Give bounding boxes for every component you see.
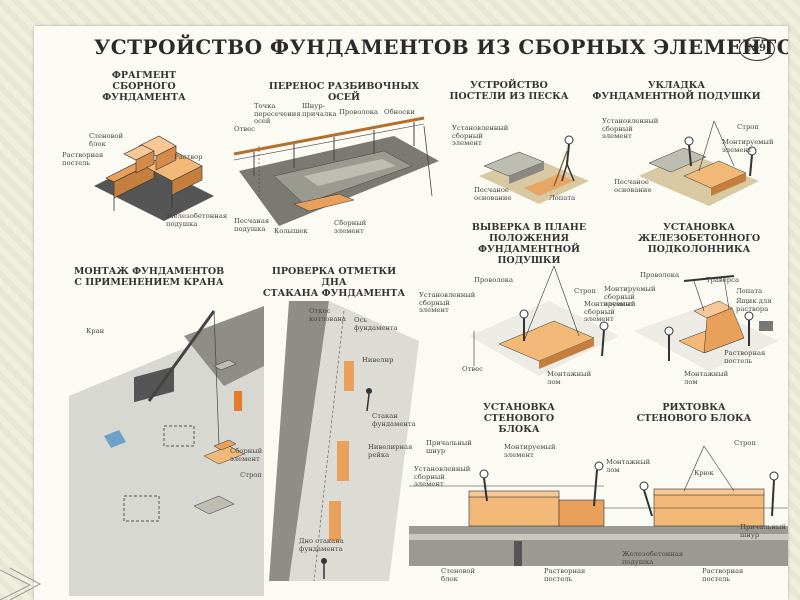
label-sand-bed: Песчаная подушка bbox=[234, 217, 270, 233]
label-wall-block: Стеновой блок bbox=[441, 567, 476, 583]
label-wire: Проволока bbox=[339, 108, 378, 116]
label-peg: Колышек bbox=[274, 227, 308, 235]
wall-block-install-illustration bbox=[409, 461, 605, 566]
label-mortar-bed: Растворная постель bbox=[702, 567, 744, 583]
label-mortar-box: Ящик для раствора bbox=[736, 297, 772, 313]
panel-title: ПРОВЕРКА ОТМЕТКИ ДНА СТАКАНА ФУНДАМЕНТА bbox=[262, 266, 406, 299]
label-mounted-element: Монтируемый сборный элемент bbox=[604, 285, 656, 308]
label-plumb: Отвес bbox=[462, 365, 483, 373]
corner-decoration bbox=[0, 567, 42, 600]
label-leveler: Нивелир bbox=[362, 356, 394, 364]
label-wall-block: Стеновой блок bbox=[89, 132, 124, 148]
label-concrete-pad: Железобетонная подушка bbox=[166, 212, 228, 228]
label-foundation-axis: Ось фундамента bbox=[354, 316, 398, 332]
label-twine: Шнур- причалка bbox=[302, 102, 337, 118]
pad-laying-illustration bbox=[639, 120, 759, 206]
label-crowbar: Монтажный лом bbox=[606, 458, 651, 474]
label-mounted-element: Монтируемый сборный элемент bbox=[584, 300, 636, 323]
sheet-number-badge: №9 bbox=[739, 37, 775, 61]
label-mounted-element: Монтируемый элемент bbox=[722, 138, 774, 154]
label-prefab-element: Сборный элемент bbox=[334, 219, 367, 235]
panel-title: МОНТАЖ ФУНДАМЕНТОВ С ПРИМЕНЕНИЕМ КРАНА bbox=[73, 266, 225, 288]
label-shovel: Лопата bbox=[736, 287, 763, 295]
label-concrete-pad: Железобетонная подушка bbox=[622, 550, 684, 566]
label-mortar-bed: Растворная постель bbox=[544, 567, 586, 583]
panel-title: УСТРОЙСТВО ПОСТЕЛИ ИЗ ПЕСКА bbox=[449, 80, 569, 102]
label-mounted-element: Монтируемый элемент bbox=[504, 443, 556, 459]
label-installed-element: Установленный сборный элемент bbox=[452, 124, 509, 147]
block-adjustment-illustration bbox=[604, 445, 788, 566]
label-sling: Строп bbox=[574, 287, 596, 295]
poster-title: УСТРОЙСТВО ФУНДАМЕНТОВ ИЗ СБОРНЫХ ЭЛЕМЕН… bbox=[94, 35, 788, 59]
label-slope: Откос котлована bbox=[309, 307, 346, 323]
label-mortar-bed: Растворная постель bbox=[62, 151, 104, 167]
panel-title: УСТАНОВКА ЖЕЛЕЗОБЕТОННОГО ПОДКОЛОННИКА bbox=[637, 222, 761, 255]
label-crowbar: Монтажный лом bbox=[547, 370, 592, 386]
label-mooring-cord: Причальный шнур bbox=[740, 523, 786, 539]
label-cup-bottom: Дно стакана фундамента bbox=[299, 537, 344, 553]
label-foundation-cup: Стакан фундамента bbox=[372, 412, 416, 428]
level-check-illustration bbox=[269, 301, 419, 582]
label-shovel: Лопата bbox=[549, 194, 576, 202]
label-mortar: Раствор bbox=[174, 153, 203, 161]
sand-bed-illustration bbox=[479, 135, 589, 204]
label-traverse: Траверса bbox=[706, 276, 739, 284]
label-plumb: Отвес bbox=[234, 125, 255, 133]
axes-transfer-illustration bbox=[233, 116, 439, 226]
plan-alignment-illustration bbox=[469, 265, 619, 376]
label-wire: Проволока bbox=[640, 271, 679, 279]
panel-title: ПЕРЕНОС РАЗБИВОЧНЫХ ОСЕЙ bbox=[268, 81, 420, 103]
panel-title: УКЛАДКА ФУНДАМЕНТНОЙ ПОДУШКИ bbox=[592, 80, 761, 102]
label-intersection-point: Точка пересечения осей bbox=[254, 102, 301, 125]
label-mooring-cord: Причальный шнур bbox=[426, 439, 472, 455]
label-installed-element: Установленный сборный элемент bbox=[414, 465, 471, 488]
label-sling: Строп bbox=[240, 471, 262, 479]
panel-title: РИХТОВКА СТЕНОВОГО БЛОКА bbox=[636, 402, 752, 424]
label-casting-off: Обноски bbox=[384, 108, 415, 116]
label-sling: Строп bbox=[734, 439, 756, 447]
label-installed-element: Установленный сборный элемент bbox=[602, 117, 659, 140]
label-crane: Кран bbox=[86, 327, 105, 335]
label-hook: Крюк bbox=[694, 469, 714, 477]
foundation-fragment-illustration bbox=[94, 135, 214, 221]
label-leveling-rod: Нивелирная рейка bbox=[368, 443, 413, 459]
poster-sheet: УСТРОЙСТВО ФУНДАМЕНТОВ ИЗ СБОРНЫХ ЭЛЕМЕН… bbox=[34, 26, 788, 600]
crane-mounting-illustration bbox=[69, 306, 264, 596]
label-mortar-bed: Растворная постель bbox=[724, 349, 766, 365]
label-prefab-element: Сборный элемент bbox=[230, 447, 263, 463]
label-sand-base: Песчаное основание bbox=[474, 186, 512, 202]
label-wire: Проволока bbox=[474, 276, 513, 284]
label-sling: Строп bbox=[737, 123, 759, 131]
panel-title: УСТАНОВКА СТЕНОВОГО БЛОКА bbox=[483, 402, 555, 435]
label-installed-element: Установленный сборный элемент bbox=[419, 291, 476, 314]
panel-title: ВЫВЕРКА В ПЛАНЕ ПОЛОЖЕНИЯ ФУНДАМЕНТНОЙ П… bbox=[471, 222, 587, 266]
panel-title: ФРАГМЕНТ СБОРНОГО ФУНДАМЕНТА bbox=[102, 70, 186, 103]
column-base-illustration bbox=[634, 275, 779, 371]
label-sand-base: Песчаное основание bbox=[614, 178, 652, 194]
label-crowbar: Монтажный лом bbox=[684, 370, 729, 386]
